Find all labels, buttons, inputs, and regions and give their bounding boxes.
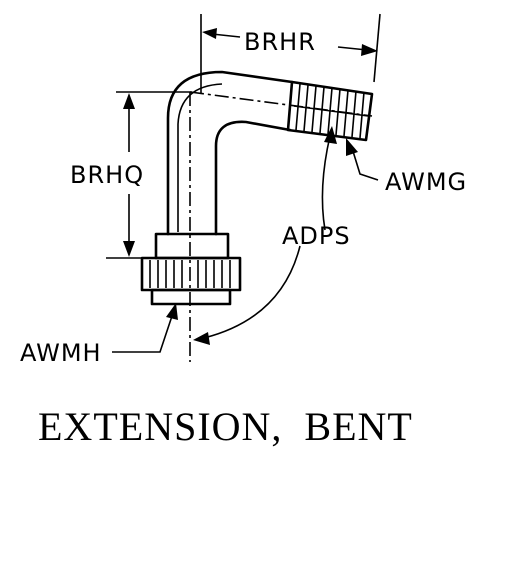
nut-collar-bottom bbox=[150, 288, 232, 306]
knurled-nut bbox=[140, 232, 242, 306]
adps-callout: ADPS bbox=[193, 126, 351, 345]
nut-collar-top bbox=[154, 232, 230, 260]
adps-arc-upper bbox=[321, 135, 331, 231]
thread-band bbox=[293, 105, 369, 117]
awmh-callout: AWMH bbox=[20, 303, 178, 367]
tube-highlight bbox=[177, 83, 223, 232]
thread-outline bbox=[286, 80, 374, 142]
brhq-arrowhead-top bbox=[123, 93, 135, 109]
brhr-label: BRHR bbox=[244, 28, 316, 56]
threaded-end bbox=[286, 80, 374, 142]
awmg-label: AWMG bbox=[385, 168, 467, 196]
tube-inner-wall bbox=[214, 120, 292, 236]
brhr-extension-right bbox=[373, 13, 381, 83]
diagram-title: EXTENSION, BENT bbox=[38, 404, 413, 449]
awmg-leader bbox=[351, 147, 379, 181]
awmh-label: AWMH bbox=[20, 339, 102, 367]
tube-outer-wall bbox=[166, 70, 294, 236]
brhq-label: BRHQ bbox=[70, 161, 144, 189]
adps-arc-lower bbox=[203, 245, 301, 339]
bent-tube bbox=[166, 70, 373, 362]
brhr-dim-line-left bbox=[211, 33, 241, 38]
nut-knurl-body bbox=[140, 256, 242, 292]
awmg-arrowhead bbox=[346, 138, 358, 156]
brhr-dimension: BRHR bbox=[200, 13, 381, 94]
adps-label: ADPS bbox=[282, 222, 351, 250]
brhq-dimension: BRHQ bbox=[70, 91, 192, 259]
awmh-arrowhead bbox=[166, 303, 178, 320]
brhr-arrowhead-left bbox=[202, 28, 217, 39]
brhq-arrowhead-bottom bbox=[123, 241, 135, 257]
adps-arrowhead-upper bbox=[324, 126, 337, 144]
adps-arrowhead-lower bbox=[193, 332, 210, 345]
awmg-callout: AWMG bbox=[346, 138, 467, 196]
brhr-arrowhead-right bbox=[361, 44, 378, 56]
awmh-leader bbox=[112, 315, 173, 353]
